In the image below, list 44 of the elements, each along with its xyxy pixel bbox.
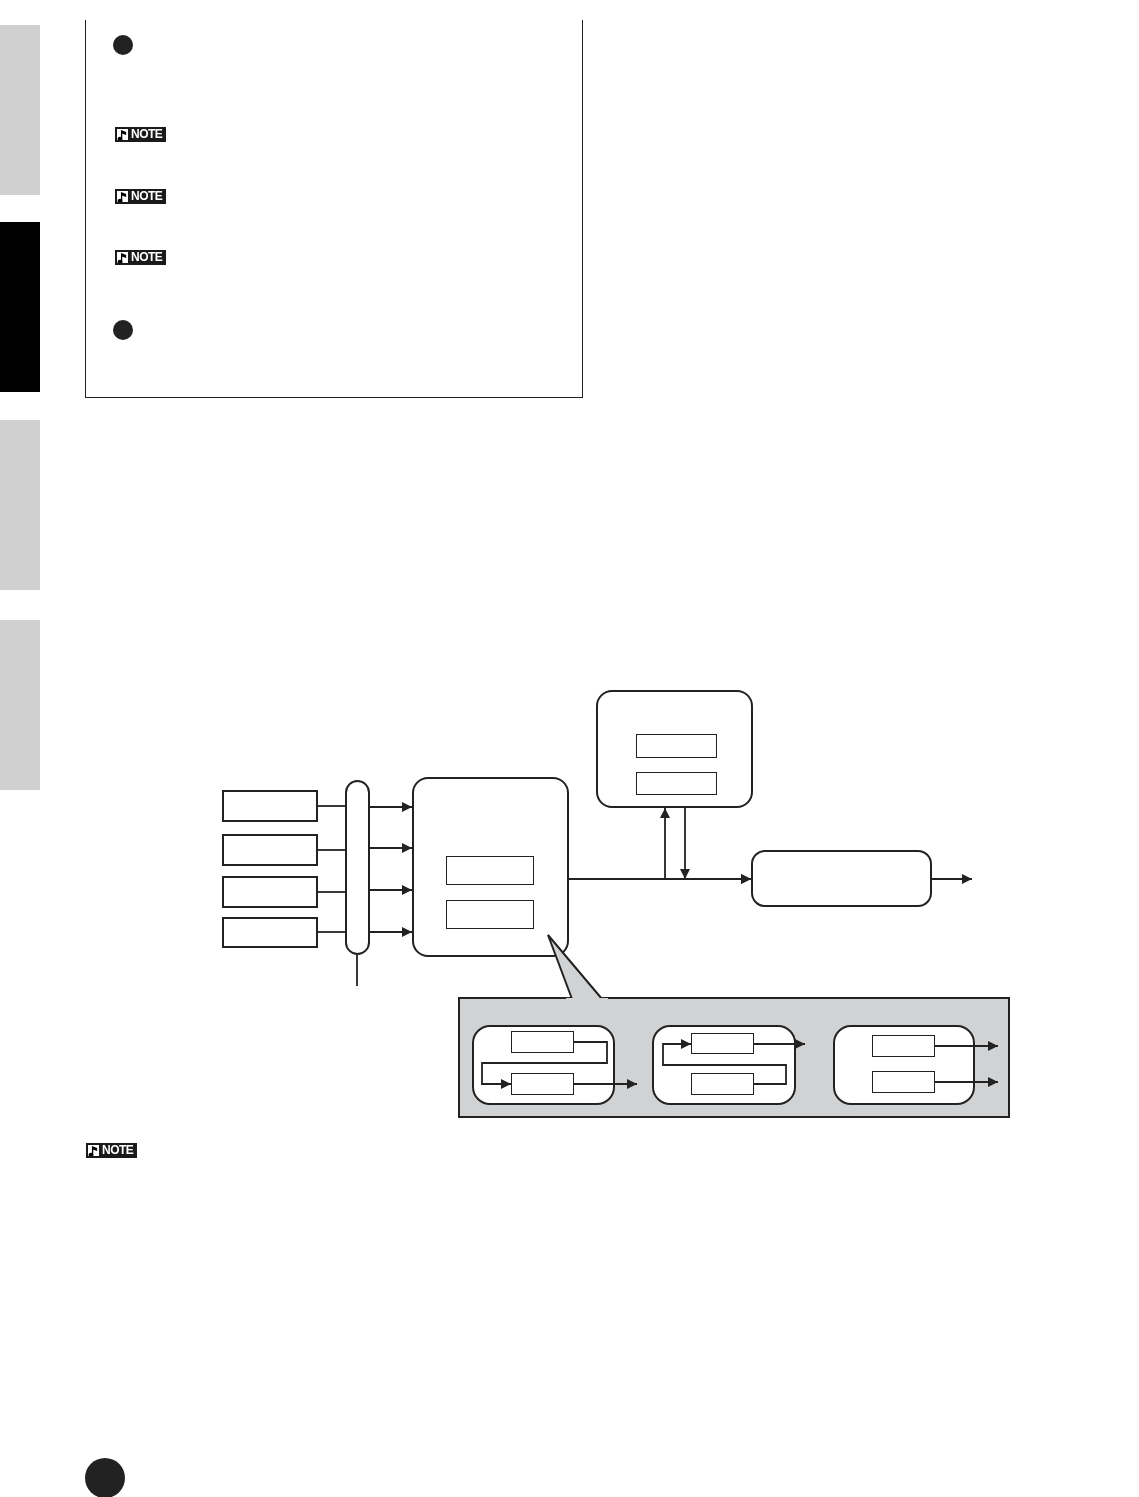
rounded-block [472,1025,615,1105]
connector-line [317,849,346,851]
rounded-block [833,1025,975,1105]
block-box [222,790,318,822]
block-box [222,834,318,866]
rounded-block [412,777,569,957]
block-box [222,876,318,908]
connector-arrow [934,1077,999,1087]
inner-box [511,1031,574,1053]
inner-box [511,1073,574,1095]
detail-panel [458,997,1010,1118]
rounded-block [751,850,932,907]
connector-arrow [369,802,413,812]
bus-bar [345,780,370,955]
note-label: NOTE [131,250,163,265]
connector-arrow [568,807,670,880]
connector-line [317,805,346,807]
rounded-block [596,690,753,808]
connector-arrow [369,927,413,937]
inner-box [872,1035,935,1057]
inner-box [691,1073,754,1095]
connector-arrow [934,1041,999,1051]
connector-arrow [369,843,413,853]
connector-arrow [680,807,752,884]
inner-box [636,734,717,758]
connector-arrow [369,885,413,895]
inner-box [691,1033,754,1054]
rounded-block [652,1025,796,1105]
connector-line [317,931,346,933]
connector-arrow [753,1039,806,1049]
inner-box [872,1071,935,1093]
connector-line [317,891,346,893]
inner-box [636,772,717,795]
connector-line [356,954,358,987]
inner-box [446,856,534,885]
connector-arrow [662,1039,787,1085]
connector-arrow [573,1079,638,1089]
note-label: NOTE [102,1143,134,1158]
inner-box [446,900,534,929]
connector-arrow [931,874,973,884]
note-label: NOTE [131,127,163,142]
block-box [222,917,318,948]
note-label: NOTE [131,189,163,204]
connector-arrow [481,1041,608,1089]
